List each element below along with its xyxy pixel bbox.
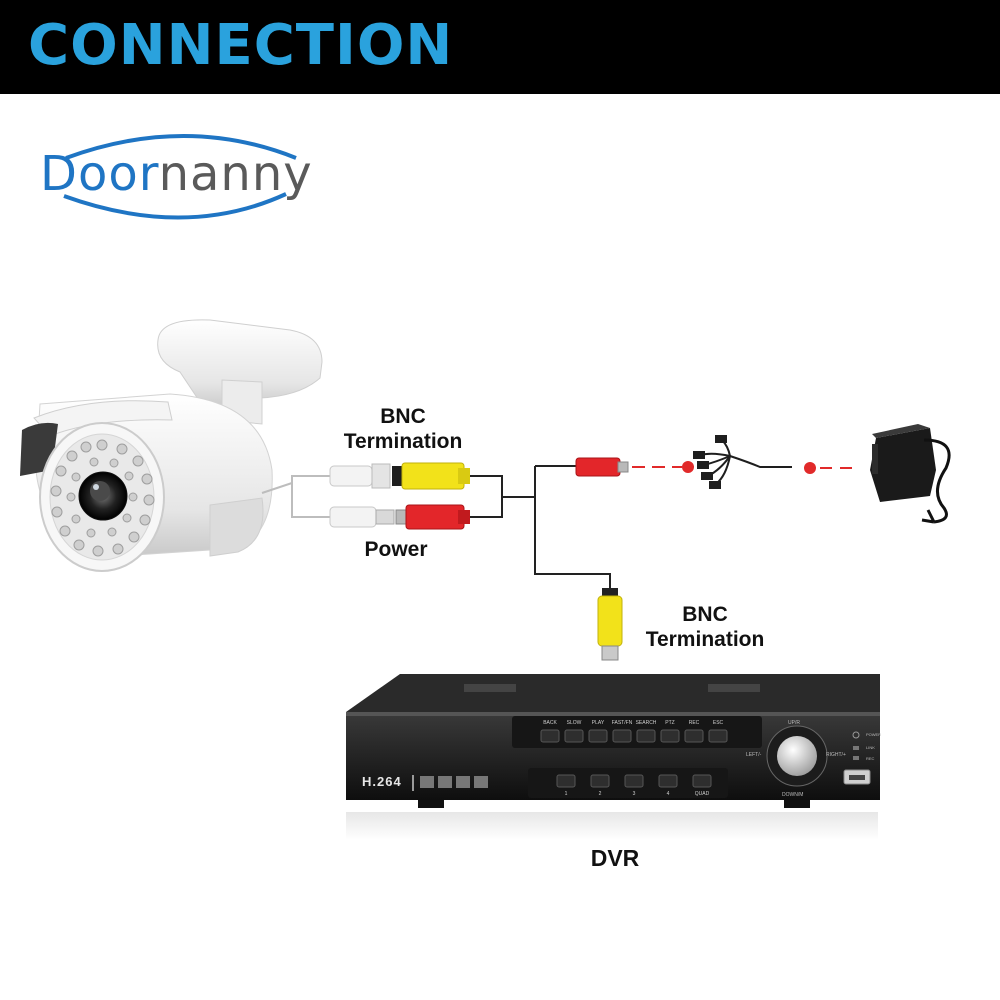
dvr-button-body <box>709 730 727 742</box>
dvr-button-label: SEARCH <box>636 720 657 726</box>
dvr-brand-label: H.264 <box>362 774 402 790</box>
dvr-channel-button-body <box>625 775 643 787</box>
bnc-right-line1: BNC <box>637 602 773 627</box>
dvr-button-body <box>685 730 703 742</box>
dvr-button-label: ESC <box>713 720 724 726</box>
dvr-dial-down-label: DOWN/M <box>782 792 803 798</box>
dvr-channel-button-2: 2 <box>591 775 609 797</box>
bnc-termination-label-top: BNC Termination <box>335 404 471 454</box>
dvr-channel-button-body <box>659 775 677 787</box>
dvr-button-body <box>613 730 631 742</box>
dvr-status-rec: REC <box>866 756 874 761</box>
dvr-channel-button-quad: QUAD <box>693 775 711 797</box>
dvr-button-search: SEARCH <box>636 720 657 742</box>
dvr-button-ptz: PTZ <box>661 720 679 742</box>
dvr-channel-label: 1 <box>565 791 568 797</box>
bnc-right-line2: Termination <box>637 627 773 652</box>
dvr-dial-left-label: LEFT/- <box>746 752 761 758</box>
dvr-button-label: REC <box>689 720 700 726</box>
dvr-button-rec: REC <box>685 720 703 742</box>
dvr-status-power: POWER <box>866 732 881 737</box>
dvr-dial-up-label: UP/R <box>788 720 800 726</box>
dvr-button-label: SLOW <box>567 720 582 726</box>
dvr-button-body <box>565 730 583 742</box>
dvr-button-body <box>661 730 679 742</box>
dvr-button-label: FAST/FN <box>612 720 633 726</box>
dvr-channel-button-body <box>591 775 609 787</box>
dvr-channel-button-body <box>693 775 711 787</box>
dvr-label: DVR <box>576 846 654 871</box>
dvr-button-body <box>589 730 607 742</box>
dvr-channel-label: 3 <box>633 791 636 797</box>
dvr-button-label: PLAY <box>592 720 605 726</box>
dvr-button-body <box>541 730 559 742</box>
dvr-channel-button-4: 4 <box>659 775 677 797</box>
dvr-channel-button-3: 3 <box>625 775 643 797</box>
dvr-channel-label: 4 <box>667 791 670 797</box>
dvr-button-slow: SLOW <box>565 720 583 742</box>
dvr-button-label: BACK <box>543 720 557 726</box>
dvr-button-body <box>637 730 655 742</box>
dvr-status-link: LINK <box>866 745 875 750</box>
dvr-dial-right-label: RIGHT/+ <box>826 752 846 758</box>
bnc-termination-label-right: BNC Termination <box>637 602 773 652</box>
dvr-button-esc: ESC <box>709 720 727 742</box>
bnc-top-line2: Termination <box>335 429 471 454</box>
dvr-channel-button-body <box>557 775 575 787</box>
dvr-channel-label: 2 <box>599 791 602 797</box>
power-label: Power <box>352 537 440 562</box>
bnc-top-line1: BNC <box>335 404 471 429</box>
dvr-channel-button-1: 1 <box>557 775 575 797</box>
dvr-channel-label: QUAD <box>695 791 710 797</box>
dvr-button-back: BACK <box>541 720 559 742</box>
dvr-button-fast-fn: FAST/FN <box>612 720 633 742</box>
dvr-button-play: PLAY <box>589 720 607 742</box>
dvr-button-label: PTZ <box>665 720 674 726</box>
